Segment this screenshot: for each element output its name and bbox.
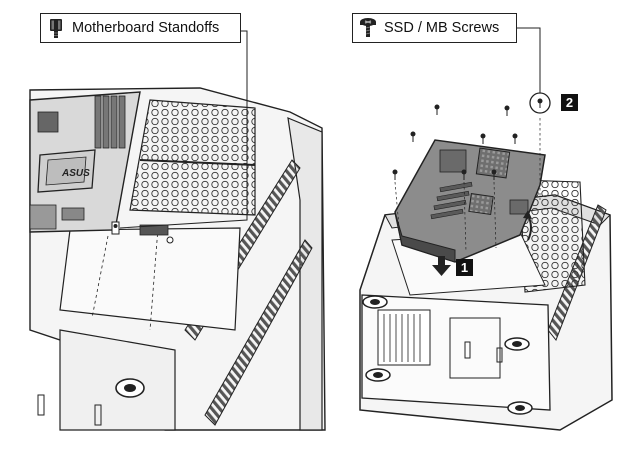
tray-floor-left (59, 227, 241, 331)
standoffs-callout: Motherboard Standoffs (40, 13, 241, 43)
step-1-badge: 1 (456, 259, 473, 276)
standoff-marker-left (111, 221, 120, 235)
right-panel (359, 27, 613, 431)
screw-markers (392, 104, 518, 180)
ram-slots-left (94, 95, 126, 149)
down-arrow (432, 256, 451, 276)
left-panel: ASUS (29, 30, 326, 431)
step-2-badge: 2 (561, 94, 578, 111)
honeycomb-bay-left (129, 99, 256, 216)
front-grille-right (377, 309, 431, 366)
screw-icon (359, 17, 377, 39)
board-brand-left: ASUS (61, 168, 90, 179)
standoffs-label: Motherboard Standoffs (72, 20, 220, 36)
case-side-wall-left (287, 117, 323, 431)
standoff-icon (47, 17, 65, 39)
screws-label: SSD / MB Screws (384, 20, 500, 36)
motherboard-right (394, 139, 546, 263)
standoffs-leader (119, 30, 248, 229)
screws-callout: SSD / MB Screws (352, 13, 517, 43)
screws-leader (517, 27, 541, 93)
